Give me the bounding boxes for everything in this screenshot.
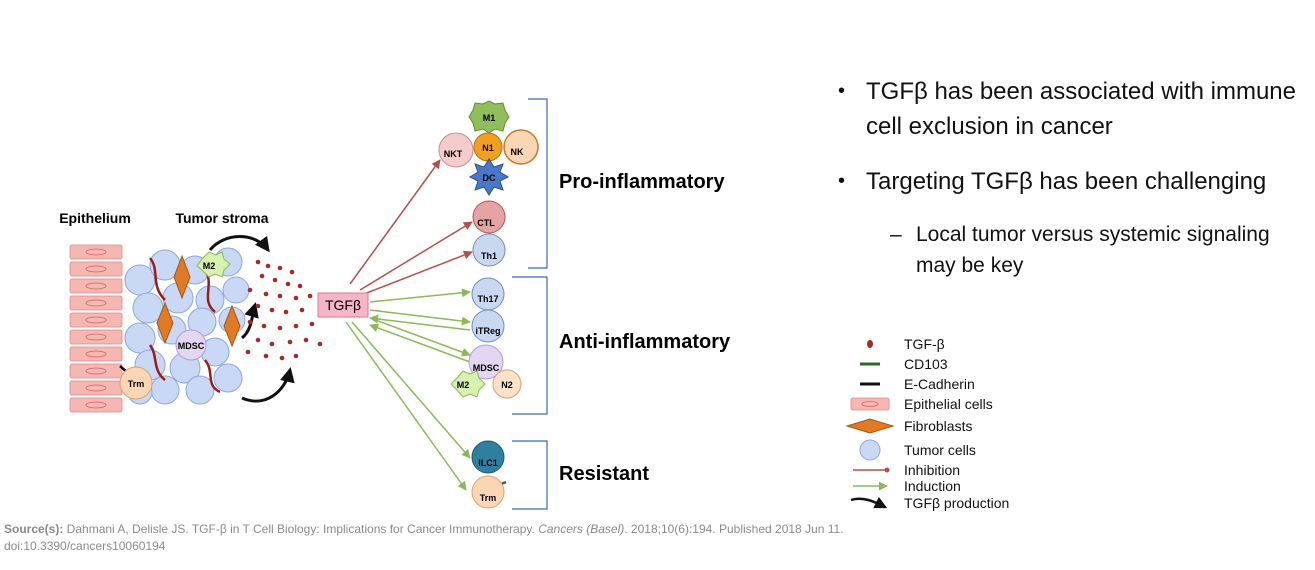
legend-label-epi: Epithelial cells [904, 396, 993, 412]
sub-bullet-text: Local tumor versus systemic signaling ma… [916, 223, 1270, 277]
legend: TGF-β CD103 E-Cadherin Epithelial cells … [845, 334, 1145, 512]
tumor-stroma-label: Tumor stroma [175, 210, 268, 226]
legend-item-ecad: E-Cadherin [845, 374, 1145, 394]
legend-item-tgf: TGF-β [845, 334, 1145, 354]
source-text-2: . 2018;10(6):194. Published 2018 Jun 11. [624, 522, 844, 536]
legend-label-tgf: TGF-β [904, 336, 945, 352]
cell-n2: N2 [492, 369, 522, 399]
stroma-trm-cell: Trm [119, 365, 153, 400]
production-arrow-icon [850, 496, 888, 509]
cell-ctl: CTL [472, 200, 506, 234]
source-label: Source(s): [4, 522, 64, 536]
nkt-label: NKT [444, 149, 463, 159]
ecadherin-line-icon [860, 382, 880, 386]
cell-trm: Trm [471, 475, 507, 509]
epithelium-label: Epithelium [59, 210, 131, 226]
itreg-label: iTReg [475, 326, 500, 336]
stroma-m2-cell: M2 [196, 251, 231, 278]
legend-label-fib: Fibroblasts [904, 418, 973, 434]
cell-ilc1: ILC1 [471, 440, 505, 474]
tgfb-center-box: TGFβ [317, 292, 369, 318]
legend-item-fib: Fibroblasts [845, 414, 1145, 438]
source-doi: doi:10.3390/cancers10060194 [4, 539, 166, 553]
n2-label: N2 [501, 380, 513, 390]
cell-mdsc: MDSC [468, 344, 504, 380]
dc-label: DC [483, 173, 496, 183]
induction-arrows [345, 288, 471, 491]
induction-arrow-icon [853, 481, 888, 491]
resistant-trm-label: Trm [480, 493, 497, 503]
bullet-list: TGFβ has been associated with immune cel… [838, 74, 1308, 281]
ilc1-label: ILC1 [478, 458, 498, 468]
legend-item-ind: Induction [845, 478, 1145, 494]
legend-item-cd103: CD103 [845, 354, 1145, 374]
stroma-trm-label: Trm [128, 379, 145, 389]
bullet-2: Targeting TGFβ has been challenging [838, 164, 1308, 199]
anti-mdsc-label: MDSC [473, 363, 500, 373]
pro-inflammatory-label: Pro-inflammatory [559, 171, 725, 193]
tgf-beta-diagram: Epithelium Tumor stroma M2 [59, 98, 731, 510]
legend-label-inh: Inhibition [904, 462, 961, 478]
legend-item-epi: Epithelial cells [845, 394, 1145, 414]
sub-bullet: – Local tumor versus systemic signaling … [890, 219, 1308, 281]
fibroblast-icon [845, 418, 895, 434]
legend-label-tumor: Tumor cells [904, 442, 976, 458]
source-journal: Cancers (Basel) [538, 522, 625, 536]
legend-label-ecad: E-Cadherin [904, 376, 975, 392]
tumor-cell-icon [859, 439, 881, 461]
th1-label: Th1 [481, 251, 497, 261]
cell-m1: M1 [468, 100, 510, 134]
tgfb-center-label: TGFβ [325, 297, 361, 313]
legend-label-ind: Induction [904, 478, 961, 494]
fibroblast-cells [156, 254, 241, 348]
source-text-1: Dahmani A, Delisle JS. TGF-β in T Cell B… [63, 522, 539, 536]
epithelium-column [69, 244, 123, 413]
cell-th1: Th1 [472, 233, 506, 267]
cell-dc: DC [468, 158, 510, 196]
cell-nkt: NKT [438, 132, 474, 168]
th17-label: Th17 [477, 294, 498, 304]
bullet-1: TGFβ has been associated with immune cel… [838, 74, 1308, 144]
resistant-label: Resistant [559, 463, 649, 485]
legend-label-prod: TGFβ production [904, 495, 1010, 511]
cd103-line-icon [860, 362, 880, 366]
cell-n1: N1 [473, 132, 503, 162]
cell-th17: Th17 [471, 277, 505, 311]
legend-item-inh: Inhibition [845, 462, 1145, 478]
tgfb-dots [245, 259, 323, 361]
cell-nk: NK [503, 129, 539, 165]
inhibition-line-icon [853, 467, 890, 473]
legend-label-cd103: CD103 [904, 356, 948, 372]
cell-m2: M2 [450, 370, 486, 398]
epithelial-cell-icon [850, 397, 890, 411]
sub-bullet-dash: – [890, 223, 902, 246]
stroma-mdsc-label: MDSC [178, 341, 205, 351]
m1-label: M1 [483, 113, 496, 123]
n1-label: N1 [482, 143, 494, 153]
stroma-m2-label: M2 [203, 261, 216, 271]
ctl-label: CTL [477, 218, 495, 228]
stroma-mdsc-cell: MDSC [175, 329, 207, 361]
cell-itreg: iTReg [471, 309, 505, 343]
anti-inflammatory-label: Anti-inflammatory [559, 331, 731, 353]
legend-item-tumor: Tumor cells [845, 438, 1145, 462]
tgf-dot-icon [867, 340, 873, 348]
anti-m2-label: M2 [457, 380, 470, 390]
inhibition-arrows [349, 159, 473, 295]
group-brackets [512, 98, 548, 510]
source-citation: Source(s): Dahmani A, Delisle JS. TGF-β … [4, 521, 1004, 555]
nk-label: NK [511, 147, 524, 157]
legend-item-prod: TGFβ production [845, 494, 1145, 512]
